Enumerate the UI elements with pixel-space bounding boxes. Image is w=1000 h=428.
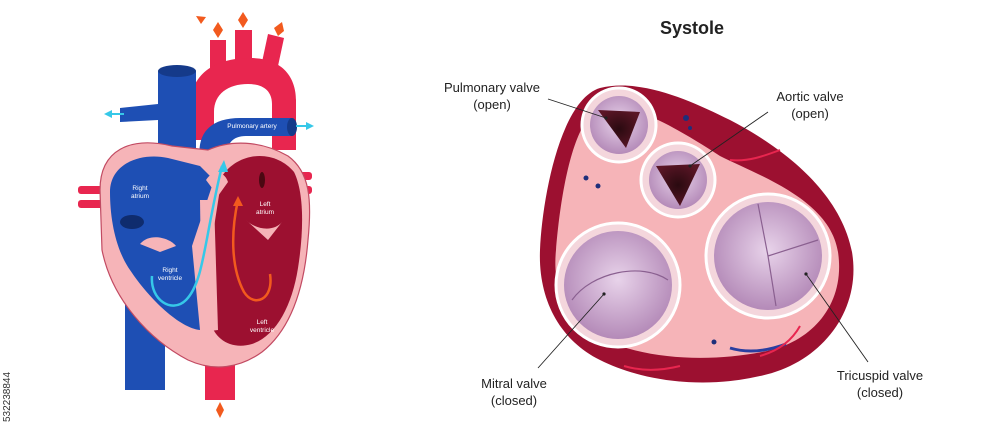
pulmonary-valve-state: (open)	[473, 97, 511, 112]
label-leader-lines	[537, 98, 869, 369]
aorta-label: Aorta	[227, 89, 243, 96]
right-ventricle-flow	[150, 165, 224, 307]
right-ventricle-flow-arrow	[218, 160, 228, 172]
left-ventricle-label-1: Left	[257, 319, 268, 326]
heart-illustration: Aorta Pulmonary artery Right atrium Left…	[78, 12, 314, 418]
left-ventricle-flow	[231, 199, 272, 302]
left-ventricle-label-2: ventricle	[250, 327, 275, 334]
diagram-title: Systole	[660, 18, 724, 38]
aortic-valve-label: Aortic valve	[776, 89, 843, 104]
right-atrium-label-2: atrium	[131, 193, 149, 200]
tricuspid-valve	[704, 192, 832, 320]
superior-vena-cava	[120, 65, 196, 160]
aortic-valve-state: (open)	[791, 106, 829, 121]
aorta-outflow-arrows	[196, 12, 284, 418]
pulmonary-vein-opening	[259, 172, 265, 188]
tricuspid-valve-state: (closed)	[857, 385, 903, 400]
label-leader-dots	[602, 116, 808, 296]
pulmonary-valve	[580, 86, 658, 164]
stock-image-id: 532238844	[2, 312, 16, 422]
coronary-vessels	[583, 115, 801, 371]
right-ventricle-label-2: ventricle	[158, 275, 183, 282]
left-atrium-label-1: Left	[260, 201, 271, 208]
mitral-valve-state: (closed)	[491, 393, 537, 408]
mitral-valve	[554, 221, 682, 349]
aortic-valve	[639, 141, 717, 219]
coronary-sinus	[120, 215, 144, 229]
interventricular-septum	[200, 200, 218, 332]
right-atrium-label-1: Right	[132, 185, 147, 192]
pulmonary-flow-arrows	[104, 110, 314, 130]
tricuspid-valve-label: Tricuspid valve	[837, 368, 923, 383]
right-ventricle-label-1: Right	[162, 267, 177, 274]
left-ventricle-flow-arrow	[233, 196, 243, 206]
pulmonary-valve-label: Pulmonary valve	[444, 80, 540, 95]
pulmonary-artery-label: Pulmonary artery	[227, 123, 277, 130]
stock-id-text: 532238844	[2, 371, 13, 422]
left-heart-chambers	[210, 155, 303, 346]
left-atrium-label-2: atrium	[256, 209, 274, 216]
mitral-valve-label: Mitral valve	[481, 376, 547, 391]
valve-plane-illustration	[539, 85, 854, 383]
